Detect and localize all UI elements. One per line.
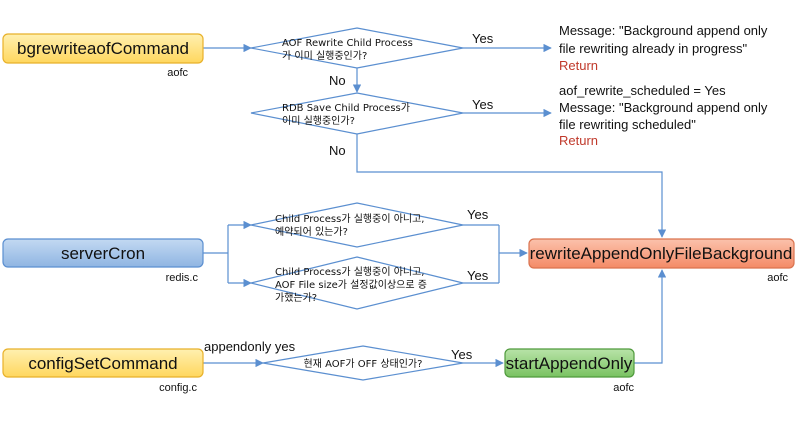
message-line: aof_rewrite_scheduled = Yes [559, 83, 726, 98]
box-configsetcommand: configSetCommand config.c [2, 348, 204, 394]
source-file-label: aofc [613, 382, 634, 394]
message-scheduled: aof_rewrite_scheduled = Yes Message: "Ba… [559, 83, 768, 148]
no-label: No [329, 73, 346, 88]
condition-line: 현재 AOF가 OFF 상태인가? [304, 358, 423, 370]
box-rewriteappendonlyfilebackground: rewriteAppendOnlyFileBackground aofc [528, 238, 795, 284]
edges [203, 43, 667, 368]
yes-label: Yes [467, 268, 489, 283]
box-label: rewriteAppendOnlyFileBackground [530, 244, 793, 263]
return-label: Return [559, 58, 598, 73]
source-file-label: aofc [767, 272, 788, 284]
box-label: bgrewriteaofCommand [17, 39, 189, 58]
decision-rdb-save-running: RDB Save Child Process가 이미 실행중인가? [250, 92, 464, 135]
edge-start-rewrite [634, 269, 667, 364]
message-line: Message: "Background append only [559, 100, 768, 115]
condition-line: RDB Save Child Process가 [282, 102, 410, 114]
message-line: Message: "Background append only [559, 23, 768, 38]
source-file-label: redis.c [166, 272, 199, 284]
condition-line: 가 이미 실행중인가? [282, 50, 367, 62]
yes-label: Yes [472, 97, 494, 112]
yes-label: Yes [467, 207, 489, 222]
decision-size-grown: Child Process가 실행중이 아니고, AOF File size가 … [250, 256, 464, 310]
box-startappendonly: startAppendOnly aofc [504, 348, 635, 394]
message-already-in-progress: Message: "Background append only file re… [559, 23, 768, 73]
decision-aof-rewrite-running: AOF Rewrite Child Process 가 이미 실행중인가? [250, 27, 464, 69]
decision-scheduled: Child Process가 실행중이 아니고, 예약되어 있는가? [250, 202, 464, 248]
yes-label: Yes [451, 347, 473, 362]
condition-line: 예약되어 있는가? [275, 226, 348, 238]
edge-c2-rewrite [356, 134, 667, 238]
condition-line: Child Process가 실행중이 아니고, [275, 266, 424, 278]
source-file-label: aofc [167, 67, 188, 79]
box-bgrewriteaofcommand: bgrewriteaofCommand aofc [2, 33, 204, 79]
condition-line: 가했는가? [275, 291, 317, 304]
appendonly-yes-label: appendonly yes [204, 339, 296, 354]
source-file-label: config.c [159, 382, 197, 394]
box-label: configSetCommand [28, 354, 177, 373]
box-servercron: serverCron redis.c [2, 238, 204, 284]
box-label: serverCron [61, 244, 145, 263]
condition-line: Child Process가 실행중이 아니고, [275, 213, 424, 225]
message-line: file rewriting already in progress" [559, 41, 748, 56]
yes-label: Yes [472, 31, 494, 46]
condition-line: AOF Rewrite Child Process [282, 38, 413, 49]
no-label: No [329, 143, 346, 158]
condition-line: AOF File size가 설정값이상으로 증 [275, 279, 427, 291]
condition-line: 이미 실행중인가? [282, 115, 355, 127]
decision-aof-off: 현재 AOF가 OFF 상태인가? [262, 345, 464, 381]
return-label: Return [559, 133, 598, 148]
message-line: file rewriting scheduled" [559, 117, 696, 132]
box-label: startAppendOnly [506, 354, 633, 373]
